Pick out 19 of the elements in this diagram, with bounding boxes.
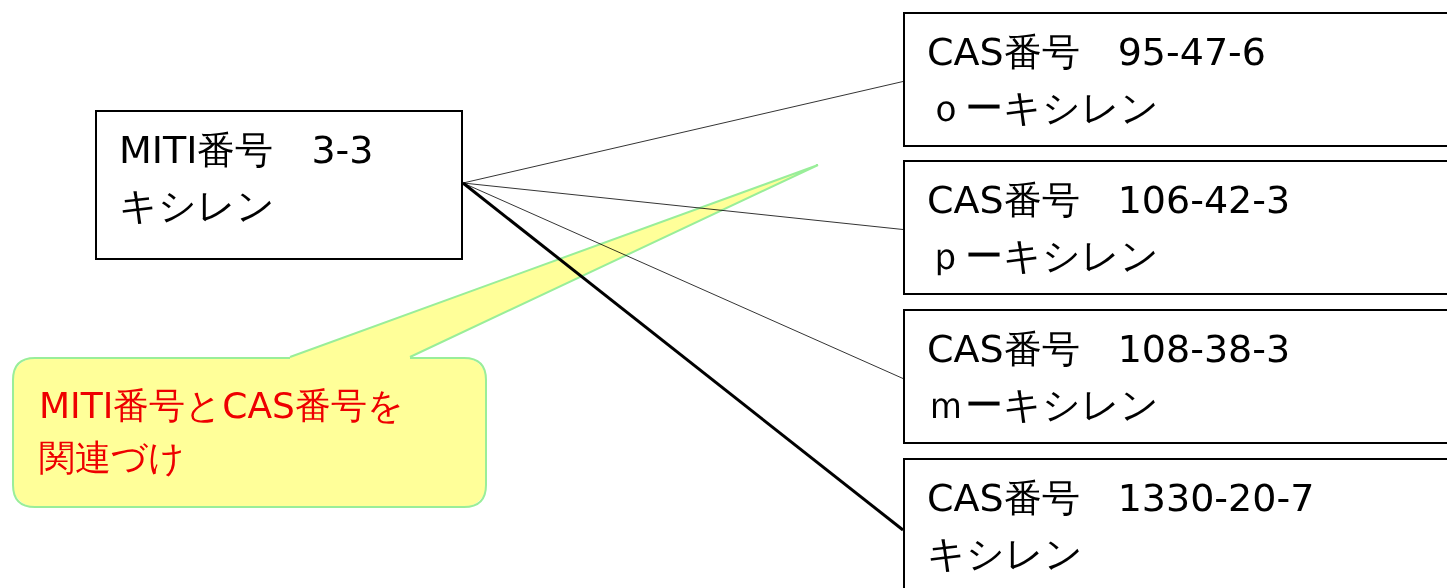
box-text: CAS番号 95-47-6 <box>927 29 1267 76</box>
box-text: ｍーキシレン <box>927 382 1160 429</box>
text-box <box>903 458 1447 588</box>
box-text: ｐーキシレン <box>927 233 1160 280</box>
box-text: CAS番号 106-42-3 <box>927 177 1292 224</box>
callout-bubble <box>12 357 487 508</box>
text-box <box>903 12 1447 147</box>
box-text: MITI番号 3-3 <box>119 127 375 174</box>
box-text: ｏーキシレン <box>927 85 1160 132</box>
callout-text: MITI番号とCAS番号を関連づけ <box>39 384 405 480</box>
connector-line <box>462 81 904 184</box>
text-box <box>903 309 1447 444</box>
box-text: CAS番号 1330-20-7 <box>927 475 1316 522</box>
box-text: キシレン <box>119 183 276 230</box>
box-text: CAS番号 108-38-3 <box>927 326 1292 373</box>
text-box <box>903 160 1447 295</box>
text-box <box>95 110 463 260</box>
connector-line <box>462 181 904 532</box>
box-text: キシレン <box>927 531 1084 578</box>
